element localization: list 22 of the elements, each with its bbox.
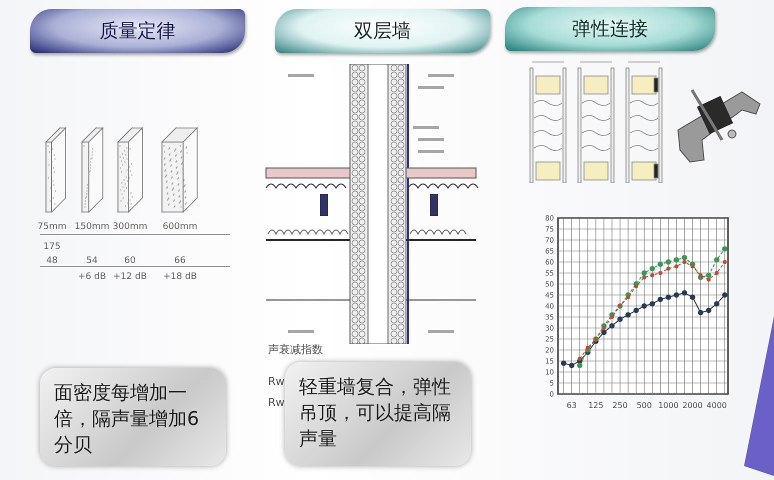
- measurement-label: +6 dB: [78, 272, 106, 282]
- axis-tick-label: 4000: [706, 401, 727, 410]
- side-label: 声衰减指数: [268, 342, 323, 357]
- side-label: Rw: [268, 375, 285, 388]
- measurement-label: 54: [86, 256, 98, 266]
- measurement-label: 75mm: [38, 222, 66, 232]
- axis-tick-label: 250: [612, 401, 628, 410]
- side-label: Rw: [268, 396, 285, 409]
- measurement-label: 48: [46, 256, 58, 266]
- measurement-label: 150mm: [74, 222, 110, 232]
- axis-tick-label: 500: [636, 401, 652, 410]
- measurement-label: +12 dB: [113, 272, 147, 282]
- measurement-label: 175: [43, 242, 61, 252]
- measurement-label: +18 dB: [163, 272, 197, 282]
- axis-tick-label: 125: [588, 401, 604, 410]
- measurement-label: 66: [174, 256, 186, 266]
- axis-tick-label: 63: [566, 401, 577, 410]
- measurement-label: 60: [124, 256, 136, 266]
- axis-tick-label: 2000: [682, 401, 703, 410]
- axis-tick-label: 1000: [658, 401, 679, 410]
- measurement-label: 600mm: [162, 222, 198, 232]
- measurement-label: 300mm: [112, 222, 148, 232]
